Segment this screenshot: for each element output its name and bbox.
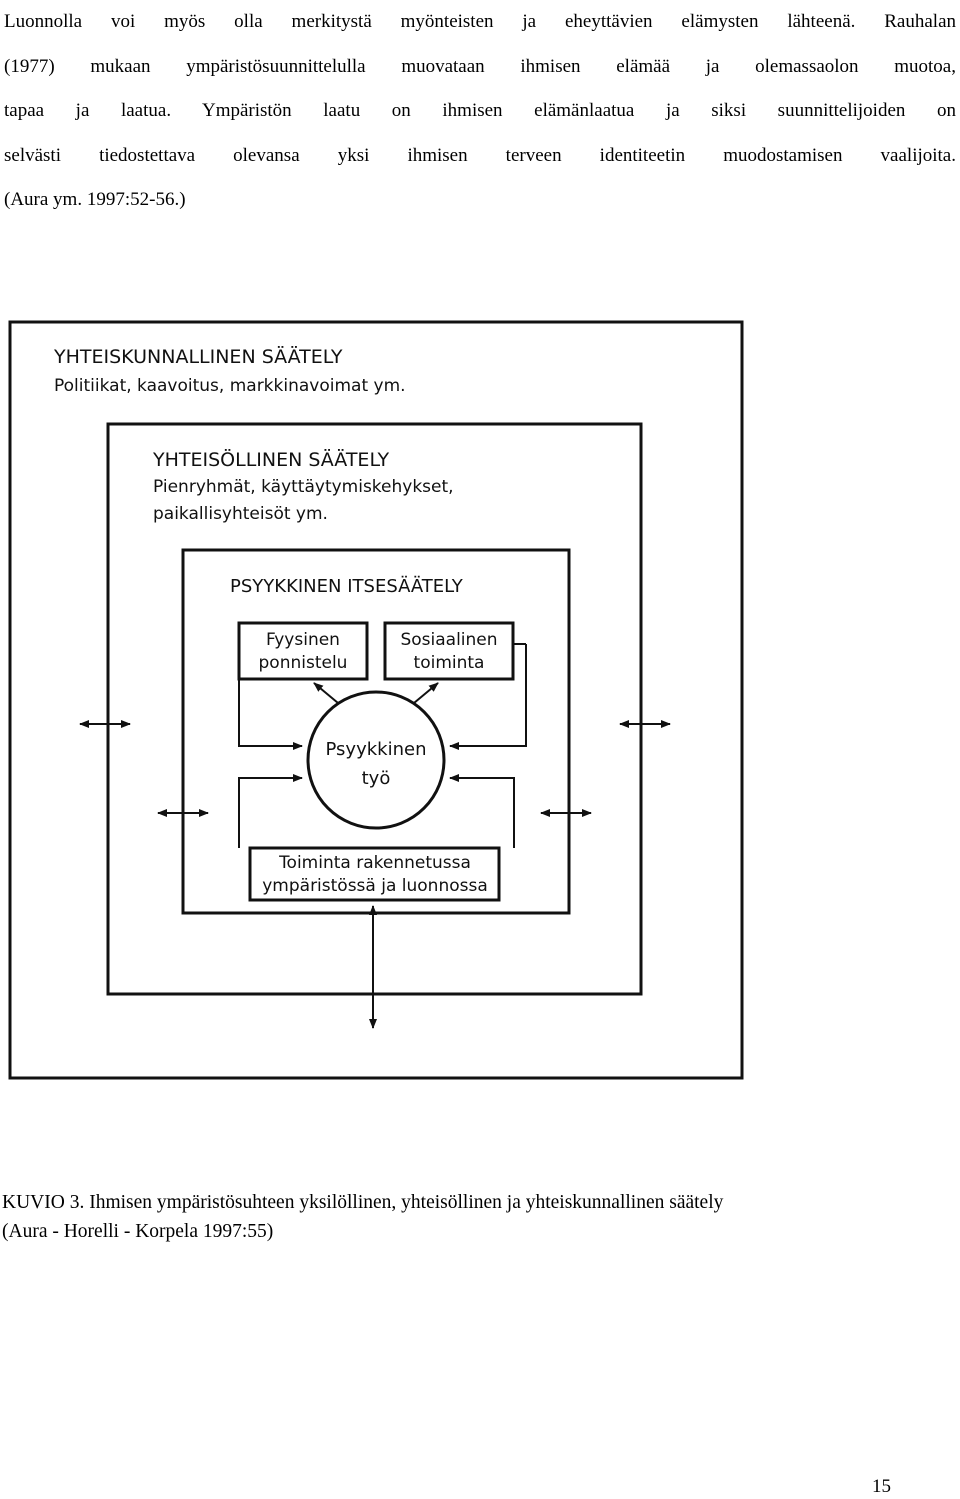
regulation-diagram-svg: YHTEISKUNNALLINEN SÄÄTELY Politiikat, ka… <box>8 320 744 1080</box>
caption-line-1: KUVIO 3. Ihmisen ympäristösuhteen yksilö… <box>2 1192 724 1213</box>
box-environment-line-1: Toiminta rakennetussa <box>278 853 471 873</box>
box-environment-action <box>248 846 501 902</box>
body-line-1: Luonnolla voi myös olla merkitystä myönt… <box>4 11 956 32</box>
right-upper-loop <box>449 644 527 750</box>
box-physical-line-2: ponnistelu <box>259 653 348 673</box>
page-number: 15 <box>872 1476 891 1497</box>
outer-title: YHTEISKUNNALLINEN SÄÄTELY <box>53 345 343 368</box>
left-lower-loop <box>238 774 303 848</box>
caption-line-2: (Aura - Horelli - Korpela 1997:55) <box>2 1221 274 1242</box>
center-line-1: Psyykkinen <box>326 739 427 760</box>
box-physical-effort <box>237 621 369 681</box>
box-physical-line-1: Fyysinen <box>266 630 340 650</box>
box-social-action <box>383 621 515 681</box>
center-line-2: työ <box>362 768 391 789</box>
body-line-2: (1977) mukaan ympäristösuunnittelulla mu… <box>4 55 956 77</box>
body-line-5: (Aura ym. 1997:52-56.) <box>4 189 186 210</box>
inner-title: PSYYKKINEN ITSESÄÄTELY <box>230 576 464 597</box>
figure-caption: KUVIO 3. Ihmisen ympäristösuhteen yksilö… <box>2 1188 958 1246</box>
box-social-line-1: Sosiaalinen <box>400 630 497 650</box>
regulation-diagram: YHTEISKUNNALLINEN SÄÄTELY Politiikat, ka… <box>0 300 960 1100</box>
left-upper-loop <box>238 679 303 750</box>
box-environment-line-2: ympäristössä ja luonnossa <box>262 876 488 896</box>
middle-subtitle-line-2: paikallisyhteisöt ym. <box>153 504 328 524</box>
box-social-line-2: toiminta <box>414 653 485 673</box>
right-lower-loop <box>449 774 515 848</box>
body-paragraph: Luonnolla voi myös olla merkitystä myönt… <box>4 0 956 223</box>
middle-title: YHTEISÖLLINEN SÄÄTELY <box>152 448 390 471</box>
arrow-to-physical <box>313 682 339 704</box>
center-circle <box>306 690 446 830</box>
middle-subtitle-line-1: Pienryhmät, käyttäytymiskehykset, <box>153 477 454 497</box>
body-line-4: selvästi tiedostettava olevansa yksi ihm… <box>4 144 956 166</box>
arrow-to-social <box>413 682 439 704</box>
outer-subtitle: Politiikat, kaavoitus, markkinavoimat ym… <box>54 376 406 396</box>
body-line-3: tapaa ja laatua. Ympäristön laatu on ihm… <box>4 100 956 121</box>
